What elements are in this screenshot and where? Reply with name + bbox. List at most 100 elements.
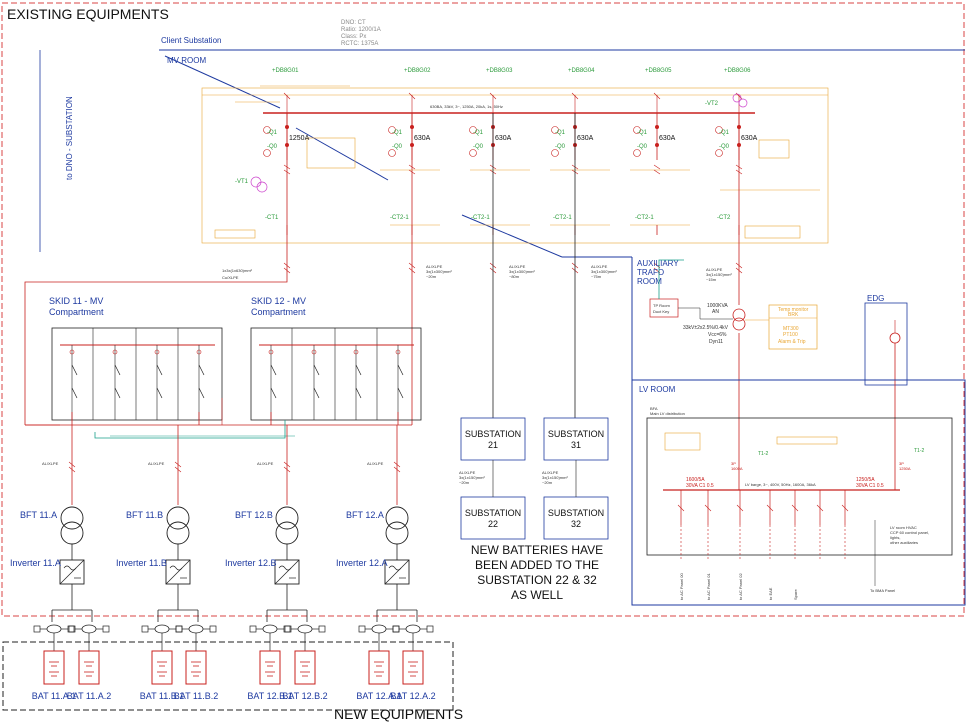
battery-icon bbox=[294, 650, 316, 685]
tp-room-box bbox=[649, 298, 679, 318]
svg-text:TP Room: TP Room bbox=[653, 303, 670, 308]
edg-generator bbox=[889, 332, 901, 344]
skid-cell bbox=[353, 345, 362, 420]
svg-text:LV room HVAC: LV room HVAC bbox=[890, 525, 917, 530]
lv-feeder-label: to EAE bbox=[768, 587, 773, 600]
svg-text:AL/XLPE: AL/XLPE bbox=[706, 267, 723, 272]
substation-21: SUBSTATION 21 bbox=[460, 417, 526, 461]
svg-text:SUBSTATION: SUBSTATION bbox=[548, 429, 604, 439]
battery-icon bbox=[78, 650, 100, 685]
svg-text:+DB8G01: +DB8G01 bbox=[272, 68, 299, 74]
svg-text:3x(1x300)mm²: 3x(1x300)mm² bbox=[509, 269, 535, 274]
svg-text:Alarm & Trip: Alarm & Trip bbox=[778, 339, 806, 345]
skid-cell bbox=[112, 345, 121, 420]
top-feeder-tags: +DB8G01 +DB8G02 +DB8G03 +DB8G04 +DB8G05 … bbox=[272, 68, 751, 74]
lv-feeder-label: to AC Panel 02 bbox=[738, 573, 743, 600]
aux-trafo-room-label-2: TRAFO bbox=[637, 268, 664, 277]
svg-text:~20m: ~20m bbox=[459, 480, 470, 485]
feeder-ct: -CT2-1 bbox=[390, 215, 409, 221]
lv-outgoing-feeder bbox=[704, 490, 712, 560]
existing-equipment-boundary bbox=[1, 2, 965, 617]
feeder-q0: -Q0 bbox=[637, 144, 648, 150]
svg-text:3x(1x150)mm²: 3x(1x150)mm² bbox=[706, 272, 732, 277]
battery-icon bbox=[185, 650, 207, 685]
svg-text:AL/XLPE: AL/XLPE bbox=[426, 264, 443, 269]
svg-text:30VA C1 0.5: 30VA C1 0.5 bbox=[686, 483, 714, 489]
feeder-q0: -Q0 bbox=[555, 144, 566, 150]
svg-text:To BMA Panel: To BMA Panel bbox=[870, 588, 895, 593]
battery-label: BAT 12.B.2 bbox=[282, 691, 327, 701]
skid-cell bbox=[69, 345, 78, 425]
edg-label: EDG bbox=[867, 294, 884, 303]
svg-text:33kV±2x2.5%/0.4kV: 33kV±2x2.5%/0.4kV bbox=[683, 325, 729, 331]
svg-text:SUBSTATION: SUBSTATION bbox=[465, 508, 521, 518]
existing-equipment-title: EXISTING EQUIPMENTS bbox=[7, 6, 169, 22]
svg-text:NEW BATTERIES HAVE: NEW BATTERIES HAVE bbox=[471, 543, 603, 557]
aux-trafo-room-label-3: ROOM bbox=[637, 277, 662, 286]
svg-text:AL/XLPE: AL/XLPE bbox=[542, 470, 559, 475]
battery-unit: BAT 12.A.1 bbox=[356, 624, 402, 701]
svg-text:AN: AN bbox=[712, 309, 719, 315]
svg-text:MT300: MT300 bbox=[783, 326, 799, 332]
aux-transformer: 1000KVA AN 33kV±2x2.5%/0.4kV Vcc=6% Dyn1… bbox=[683, 303, 746, 345]
battery-icon bbox=[368, 650, 390, 685]
inverter-label: Inverter 12.B bbox=[225, 558, 277, 568]
bft-label: BFT 12.A bbox=[346, 510, 384, 520]
inverter-label: Inverter 12.A bbox=[336, 558, 388, 568]
svg-text:3P: 3P bbox=[899, 461, 904, 466]
battery-unit: BAT 11.B.2 bbox=[174, 624, 218, 701]
feeder-q1: -Q1 bbox=[392, 130, 403, 136]
svg-text:-VT2: -VT2 bbox=[705, 101, 719, 107]
svg-text:BRK: BRK bbox=[788, 312, 799, 318]
svg-text:SKID 12 - MV: SKID 12 - MV bbox=[251, 296, 306, 306]
svg-text:SUBSTATION 22 & 32: SUBSTATION 22 & 32 bbox=[477, 573, 597, 587]
feeder-rating: 630A bbox=[577, 135, 594, 142]
svg-text:SKID 11 - MV: SKID 11 - MV bbox=[49, 296, 103, 306]
svg-text:3x(1x300)mm²: 3x(1x300)mm² bbox=[591, 269, 617, 274]
svg-text:1250A: 1250A bbox=[899, 466, 911, 471]
feeder-ct: -CT2-1 bbox=[471, 215, 490, 221]
svg-text:31: 31 bbox=[571, 440, 581, 450]
lv-room-boundary bbox=[631, 379, 966, 606]
bft-transformer-icon bbox=[166, 506, 190, 530]
svg-text:AS WELL: AS WELL bbox=[511, 588, 563, 602]
battery-unit: BAT 12.B.1 bbox=[247, 624, 293, 701]
svg-text:1600/5A: 1600/5A bbox=[686, 477, 705, 483]
skid-12: SKID 12 - MV Compartment bbox=[250, 296, 422, 421]
svg-text:~20m: ~20m bbox=[542, 480, 553, 485]
battery-icon bbox=[43, 650, 65, 685]
mv-feeder: -Q1 -Q0 630A -CT2-1 bbox=[551, 92, 594, 274]
skid-cell bbox=[395, 345, 404, 425]
feeder-q1: -Q1 bbox=[473, 130, 484, 136]
svg-text:Ratio: 1200/1A: Ratio: 1200/1A bbox=[341, 27, 381, 33]
svg-text:DNO: CT: DNO: CT bbox=[341, 20, 366, 26]
svg-text:Duct Key: Duct Key bbox=[653, 309, 669, 314]
svg-text:~20m: ~20m bbox=[426, 274, 437, 279]
to-dno-label: to DNO - SUBSTATION bbox=[65, 96, 74, 180]
lv-outgoing-feeder bbox=[816, 490, 824, 560]
skid-cells bbox=[69, 345, 404, 425]
svg-text:Compartment: Compartment bbox=[251, 307, 306, 317]
svg-text:+DB8G03: +DB8G03 bbox=[486, 68, 513, 74]
svg-text:CCP 60 control panel,: CCP 60 control panel, bbox=[890, 530, 929, 535]
feeder-ct: -CT2-1 bbox=[553, 215, 572, 221]
svg-text:+DB8G06: +DB8G06 bbox=[724, 68, 751, 74]
svg-text:RCTC: 1375A: RCTC: 1375A bbox=[341, 41, 378, 47]
lv-outgoing-feeder bbox=[677, 490, 685, 560]
svg-text:LV barge, 3~, 400V, 50Hz, 1600: LV barge, 3~, 400V, 50Hz, 1600A, 36kA bbox=[745, 482, 816, 487]
svg-text:PT100: PT100 bbox=[783, 332, 798, 338]
client-substation-label: Client Substation bbox=[161, 36, 221, 45]
feeder-q1: -Q1 bbox=[555, 130, 566, 136]
skid-cell bbox=[268, 345, 277, 425]
svg-text:30VA C1 0.5: 30VA C1 0.5 bbox=[856, 483, 884, 489]
svg-text:+DB8G05: +DB8G05 bbox=[645, 68, 672, 74]
batteries-note: NEW BATTERIES HAVE BEEN ADDED TO THE SUB… bbox=[471, 543, 603, 602]
feeder-rating: 630A bbox=[414, 135, 431, 142]
